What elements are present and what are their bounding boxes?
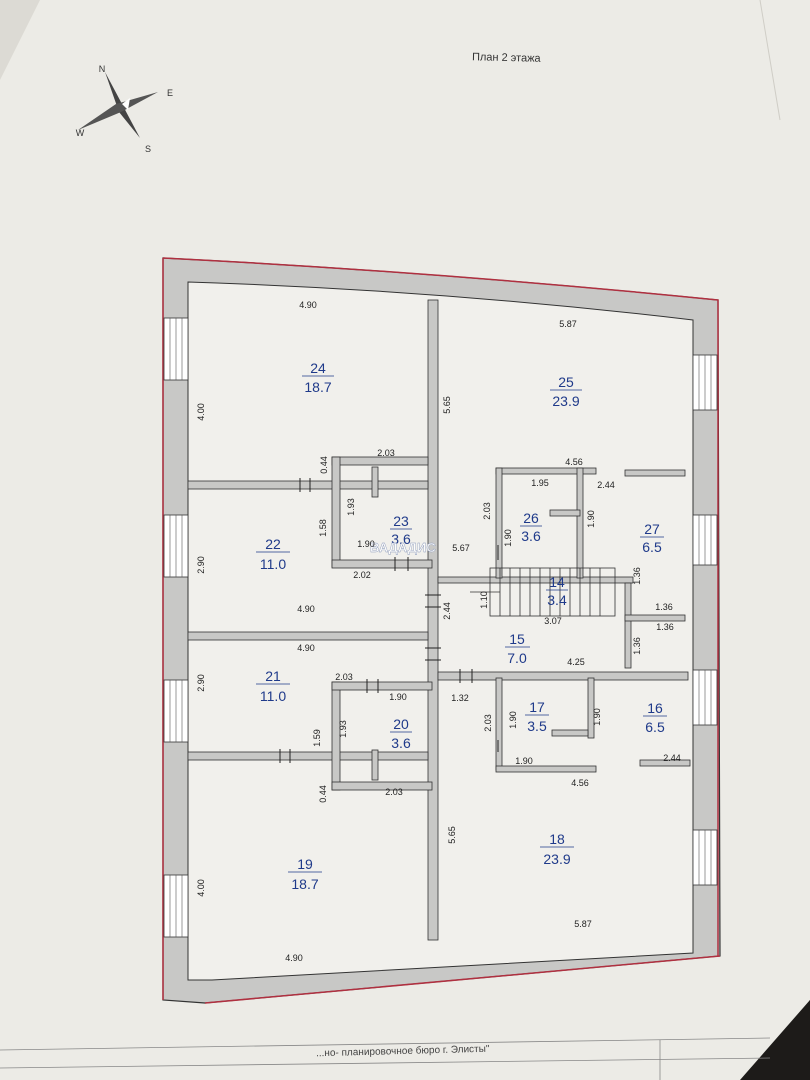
compass-rose: N E S W xyxy=(76,64,173,154)
room-16-number: 16 xyxy=(647,700,663,716)
room-19-number: 19 xyxy=(297,856,313,872)
dim-label: 2.44 xyxy=(663,753,681,763)
plan-title: План 2 этажа xyxy=(471,51,541,65)
dim-label: 1.58 xyxy=(318,519,328,537)
dim-label: 1.90 xyxy=(592,708,602,726)
room-18-number: 18 xyxy=(549,831,565,847)
dim-label: 1.36 xyxy=(632,637,642,655)
room-20-number: 20 xyxy=(393,716,409,732)
dim-label: 2.02 xyxy=(353,570,371,580)
paper-shadow-left xyxy=(0,0,40,80)
dim-label: 3.07 xyxy=(544,616,562,626)
dim-label: 1.93 xyxy=(346,498,356,516)
room-26-number: 26 xyxy=(523,510,539,526)
room-23-area: 3.6 xyxy=(391,531,411,547)
room-labels: 24 18.7 25 23.9 23 3.6 26 3.6 27 6.5 22 … xyxy=(256,360,667,892)
room-15-area: 7.0 xyxy=(507,650,527,666)
dim-label: 5.67 xyxy=(452,543,470,553)
interior-walls xyxy=(187,299,691,941)
dim-label: 5.87 xyxy=(559,319,577,329)
title-block xyxy=(0,1037,771,1080)
room-16-area: 6.5 xyxy=(645,719,665,735)
dim-label: 1.36 xyxy=(632,567,642,585)
dim-label: 4.00 xyxy=(196,403,206,421)
dim-label: 4.90 xyxy=(297,643,315,653)
dim-label: 1.90 xyxy=(515,756,533,766)
dim-label: 1.36 xyxy=(655,602,673,612)
compass-n: N xyxy=(99,64,106,74)
dim-label: 0.44 xyxy=(318,785,328,803)
room-15-number: 15 xyxy=(509,631,525,647)
room-24-number: 24 xyxy=(310,360,326,376)
dim-label: 1.90 xyxy=(586,510,596,528)
window-mullions xyxy=(169,318,712,937)
room-20-area: 3.6 xyxy=(391,735,411,751)
room-27-number: 27 xyxy=(644,521,660,537)
dim-label: 2.03 xyxy=(377,448,395,458)
room-22-number: 22 xyxy=(265,536,281,552)
dim-label: 1.32 xyxy=(451,693,469,703)
dim-label: 1.59 xyxy=(312,729,322,747)
door-marks xyxy=(279,478,499,763)
room-18-area: 23.9 xyxy=(543,851,570,867)
dim-label: 1.90 xyxy=(503,529,513,547)
dim-label: 2.90 xyxy=(196,674,206,692)
dim-label: 4.90 xyxy=(299,300,317,310)
dim-label: 5.87 xyxy=(574,919,592,929)
dim-label: 5.65 xyxy=(447,826,457,844)
compass-s: S xyxy=(145,144,151,154)
paper-edge-right xyxy=(759,0,781,121)
dim-label: 4.90 xyxy=(297,604,315,614)
room-25-area: 23.9 xyxy=(552,393,579,409)
room-14-area: 3.4 xyxy=(547,592,567,608)
compass-e: E xyxy=(167,88,173,98)
dim-label: 1.95 xyxy=(531,478,549,488)
dim-label: 2.03 xyxy=(385,787,403,797)
dim-label: 1.36 xyxy=(656,622,674,632)
room-21-number: 21 xyxy=(265,668,281,684)
building-outline xyxy=(162,257,721,1004)
dim-label: 1.10 xyxy=(479,591,489,609)
room-17-area: 3.5 xyxy=(527,718,547,734)
compass-w: W xyxy=(76,128,85,138)
room-14-number: 14 xyxy=(549,574,565,590)
dim-label: 2.44 xyxy=(442,602,452,620)
dim-label: 2.03 xyxy=(335,672,353,682)
dim-label: 4.00 xyxy=(196,879,206,897)
room-27-area: 6.5 xyxy=(642,539,662,555)
room-17-number: 17 xyxy=(529,699,545,715)
dim-label: 1.90 xyxy=(508,711,518,729)
dim-label: 2.90 xyxy=(196,556,206,574)
dim-label: 2.03 xyxy=(482,502,492,520)
room-19-area: 18.7 xyxy=(291,876,318,892)
room-24-area: 18.7 xyxy=(304,379,331,395)
dim-label: 1.90 xyxy=(357,539,375,549)
dim-label: 2.03 xyxy=(483,714,493,732)
dimension-labels: 4.90 5.87 5.65 4.00 2.03 0.44 1.93 1.58 … xyxy=(196,300,681,963)
dim-label: 4.56 xyxy=(571,778,589,788)
paper-dark-corner xyxy=(740,1000,810,1080)
staircase xyxy=(470,567,616,617)
room-21-area: 11.0 xyxy=(260,688,286,704)
room-25-number: 25 xyxy=(558,374,574,390)
room-23-number: 23 xyxy=(393,513,409,529)
dim-label: 0.44 xyxy=(319,456,329,474)
dim-label: 1.90 xyxy=(389,692,407,702)
room-22-area: 11.0 xyxy=(260,556,286,572)
dim-label: 2.44 xyxy=(597,480,615,490)
room-26-area: 3.6 xyxy=(521,528,541,544)
dim-label: 4.25 xyxy=(567,657,585,667)
dim-label: 4.56 xyxy=(565,457,583,467)
dim-label: 5.65 xyxy=(442,396,452,414)
dim-label: 1.93 xyxy=(338,720,348,738)
dim-label: 4.90 xyxy=(285,953,303,963)
watermark-logo: ВАДАДИС xyxy=(370,540,436,555)
